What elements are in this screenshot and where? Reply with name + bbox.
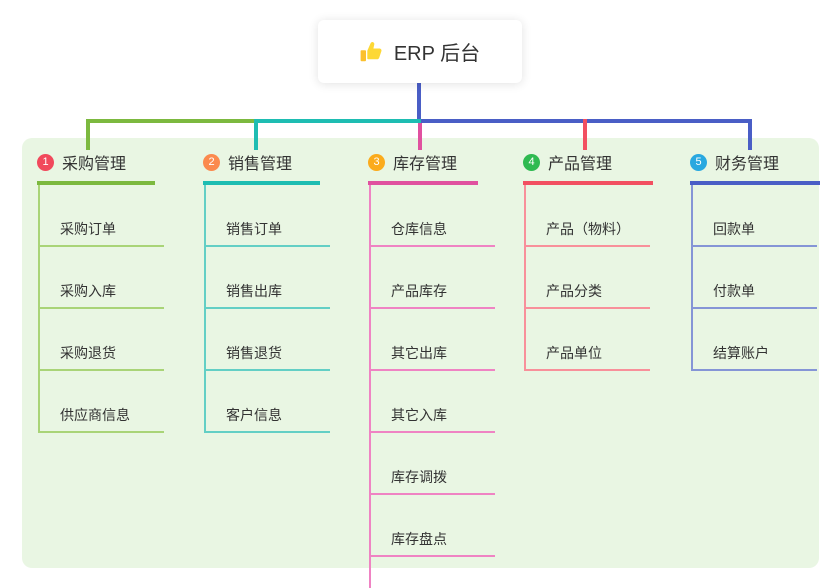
branch-number-badge-4: 4 [523, 153, 540, 171]
drop-line-branch1 [86, 119, 90, 150]
root-node-erp[interactable]: ERP 后台 [318, 20, 522, 83]
branch-node-产品管理[interactable]: 4 产品管理 [523, 148, 653, 185]
trunk-segment-branch1 [86, 119, 254, 123]
trunk-segment-branch2 [254, 119, 421, 123]
branch-库存管理: 3 库存管理仓库信息产品库存其它出库其它入库库存调拨库存盘点出库库明细 [368, 148, 495, 588]
branch-children-财务管理: 回款单付款单结算账户 [691, 185, 820, 371]
branch-采购管理: 1 采购管理采购订单采购入库采购退货供应商信息 [37, 148, 164, 433]
branch-children-库存管理: 仓库信息产品库存其它出库其它入库库存调拨库存盘点出库库明细 [369, 185, 495, 588]
branch-node-财务管理[interactable]: 5 财务管理 [690, 148, 820, 185]
child-node-产品（物料）[interactable]: 产品（物料） [526, 185, 650, 247]
branch-children-产品管理: 产品（物料）产品分类产品单位 [524, 185, 653, 371]
child-node-采购入库[interactable]: 采购入库 [40, 247, 164, 309]
branch-node-采购管理[interactable]: 1 采购管理 [37, 148, 155, 185]
branches-background-panel [22, 138, 819, 568]
child-node-采购订单[interactable]: 采购订单 [40, 185, 164, 247]
branch-label: 销售管理 [228, 156, 293, 173]
child-node-仓库信息[interactable]: 仓库信息 [371, 185, 495, 247]
root-stem-line [417, 83, 421, 119]
branch-number-badge-1: 1 [37, 153, 54, 171]
branch-label: 财务管理 [715, 156, 780, 173]
child-node-采购退货[interactable]: 采购退货 [40, 309, 164, 371]
drop-line-branch5 [748, 119, 752, 150]
branch-number-badge-5: 5 [690, 153, 707, 171]
branch-node-销售管理[interactable]: 2 销售管理 [203, 148, 320, 185]
child-node-产品分类[interactable]: 产品分类 [526, 247, 650, 309]
branch-财务管理: 5 财务管理回款单付款单结算账户 [690, 148, 820, 371]
drop-line-branch4 [583, 119, 587, 150]
branch-label: 产品管理 [548, 156, 613, 173]
branch-label: 采购管理 [62, 156, 127, 173]
child-node-销售退货[interactable]: 销售退货 [206, 309, 330, 371]
thumbs-up-icon [360, 40, 384, 64]
drop-line-branch2 [254, 119, 258, 150]
branch-node-库存管理[interactable]: 3 库存管理 [368, 148, 478, 185]
child-node-供应商信息[interactable]: 供应商信息 [40, 371, 164, 433]
branch-children-销售管理: 销售订单销售出库销售退货客户信息 [204, 185, 330, 433]
branch-children-采购管理: 采购订单采购入库采购退货供应商信息 [38, 185, 164, 433]
child-node-销售出库[interactable]: 销售出库 [206, 247, 330, 309]
child-node-库存盘点[interactable]: 库存盘点 [371, 495, 495, 557]
child-node-产品单位[interactable]: 产品单位 [526, 309, 650, 371]
branch-number-badge-3: 3 [368, 153, 385, 171]
branch-label: 库存管理 [393, 156, 458, 173]
drop-line-branch3 [418, 123, 422, 150]
child-node-其它出库[interactable]: 其它出库 [371, 309, 495, 371]
branch-number-badge-2: 2 [203, 153, 220, 171]
child-node-库存调拨[interactable]: 库存调拨 [371, 433, 495, 495]
child-node-其它入库[interactable]: 其它入库 [371, 371, 495, 433]
branch-销售管理: 2 销售管理销售订单销售出库销售退货客户信息 [203, 148, 330, 433]
branch-产品管理: 4 产品管理产品（物料）产品分类产品单位 [523, 148, 653, 371]
child-node-产品库存[interactable]: 产品库存 [371, 247, 495, 309]
child-node-结算账户[interactable]: 结算账户 [693, 309, 817, 371]
root-node-label: ERP 后台 [393, 43, 481, 65]
child-node-客户信息[interactable]: 客户信息 [206, 371, 330, 433]
child-node-出库库明细[interactable]: 出库库明细 [371, 557, 495, 588]
child-node-回款单[interactable]: 回款单 [693, 185, 817, 247]
child-node-付款单[interactable]: 付款单 [693, 247, 817, 309]
child-node-销售订单[interactable]: 销售订单 [206, 185, 330, 247]
